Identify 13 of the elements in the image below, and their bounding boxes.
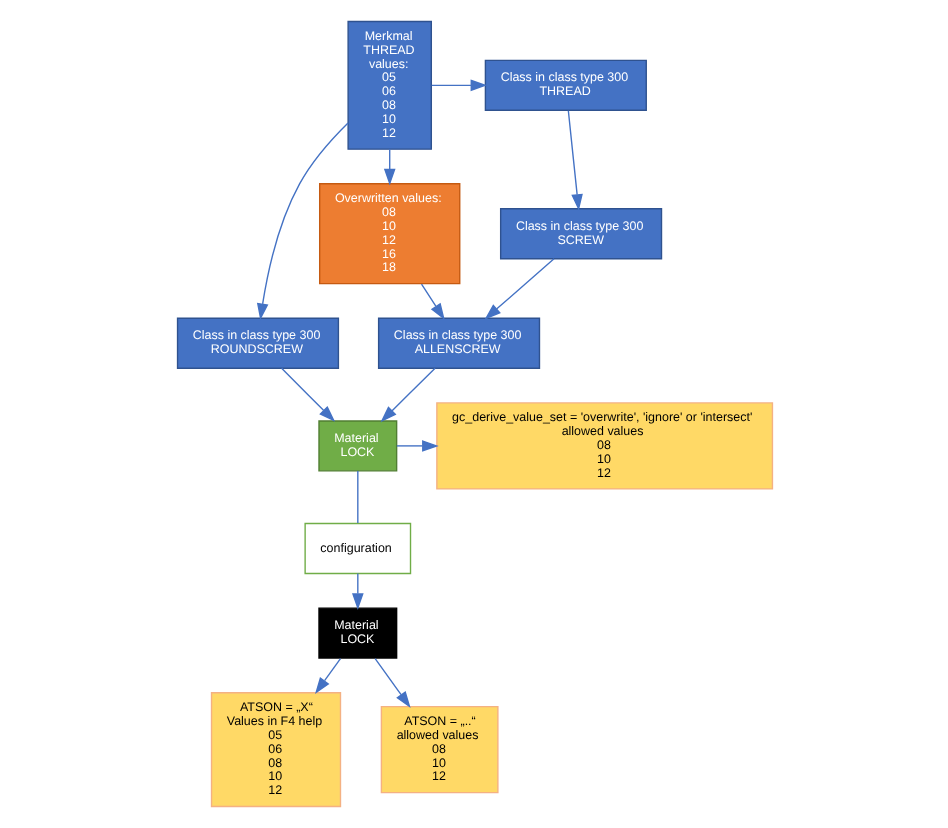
arrow (351, 572, 363, 610)
arrow (430, 79, 487, 92)
arrow (379, 367, 435, 423)
connector (356, 470, 358, 524)
arrow (419, 283, 444, 320)
arrow (382, 148, 395, 186)
arrow (483, 258, 554, 320)
arrow (395, 440, 438, 452)
arrow (279, 367, 335, 422)
arrow (255, 122, 348, 321)
arrow (314, 657, 341, 694)
arrow (566, 110, 582, 211)
arrow (373, 657, 410, 708)
